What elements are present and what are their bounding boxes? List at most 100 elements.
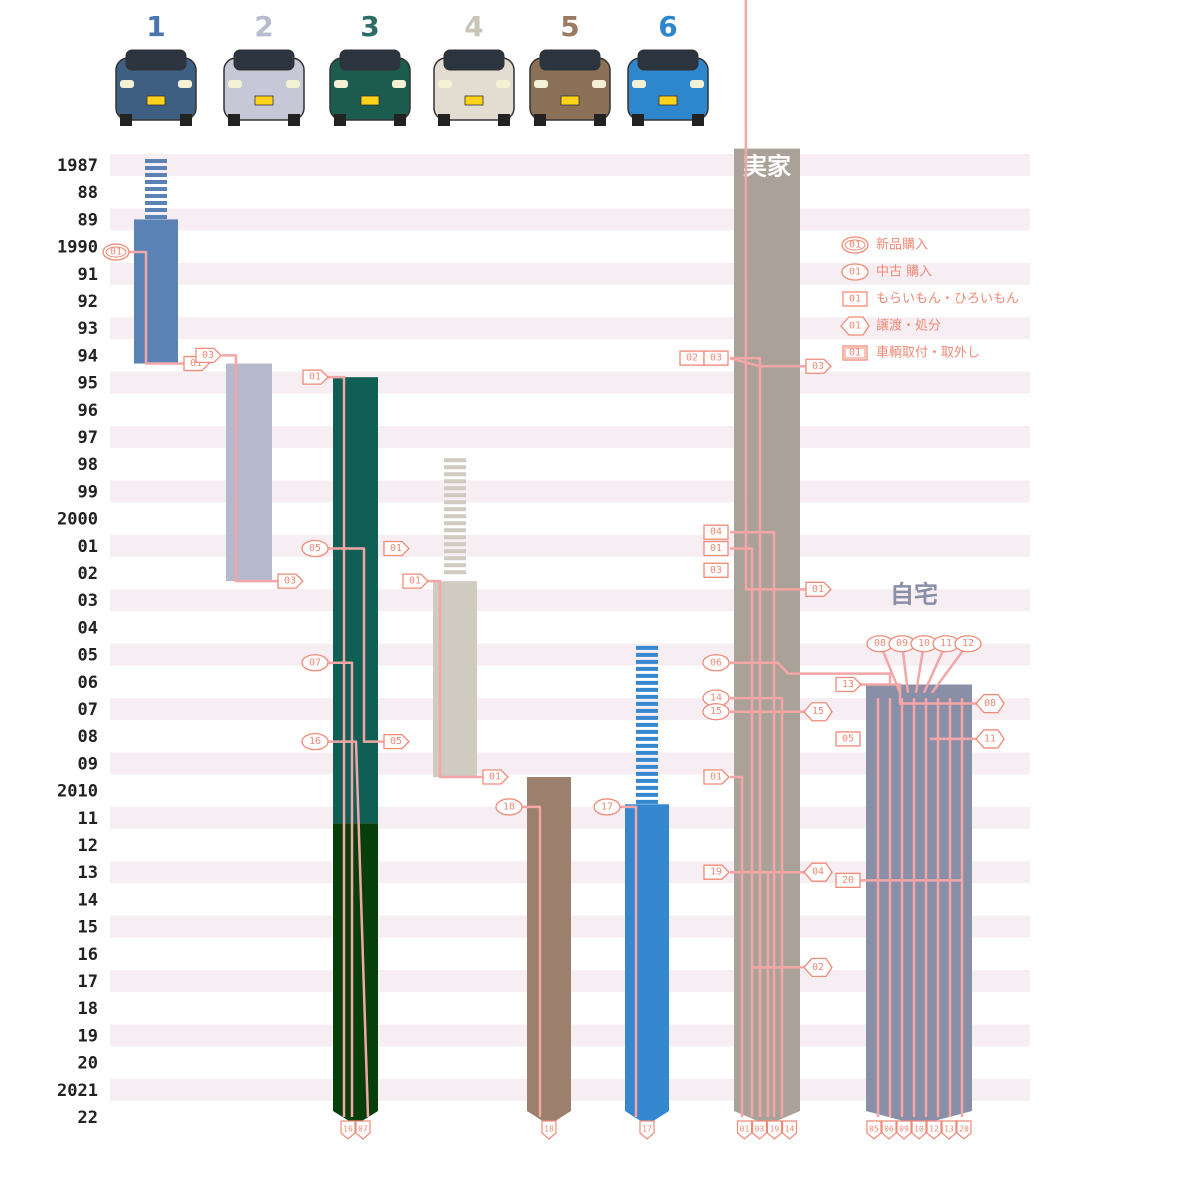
bottom-tag-text: 19: [770, 1125, 780, 1134]
bottom-tag-home-03: 03: [751, 1120, 768, 1140]
planned-dash: [636, 764, 658, 769]
tag-shape-oval: [301, 539, 329, 558]
tag-home-04: 04: [803, 862, 833, 882]
planned-dash: [636, 715, 658, 720]
track-home-g: [730, 696, 784, 1117]
car-plate: [658, 95, 678, 106]
bottom-tag-house-12: 12: [926, 1120, 942, 1140]
track-home-i: [730, 775, 744, 1117]
track-home-f: [730, 661, 892, 685]
tag-shape-diamond: [803, 862, 833, 882]
car-tire-right: [692, 114, 704, 126]
bottom-tag-text: 09: [899, 1125, 909, 1134]
tag-car4-01: 01: [402, 573, 429, 589]
tag-text: 01: [390, 543, 402, 554]
tag-house-11: 11: [975, 729, 1005, 749]
car-number-6: 6: [658, 10, 677, 43]
tag-home-03: 03: [703, 562, 729, 578]
year-label-2010: 2010: [57, 782, 98, 802]
tag-car6-17: 17: [593, 798, 621, 816]
bottom-tag-shape: [781, 1120, 798, 1140]
tag-shape-rect: [835, 872, 861, 889]
car-headlight-right: [592, 80, 606, 88]
planned-dash: [636, 722, 658, 727]
bottom-tag-shape: [866, 1120, 882, 1140]
planned-dash: [636, 729, 658, 734]
track-home-c: [730, 530, 776, 1117]
planned-dash: [444, 458, 466, 463]
planned-dash: [444, 472, 466, 477]
tag-shape-pent: [383, 540, 410, 557]
car-windshield: [539, 49, 601, 71]
planned-dash: [636, 771, 658, 776]
planned-dash: [145, 173, 167, 177]
year-stripe: [110, 154, 1030, 176]
legend-marker-3: 01: [840, 316, 870, 336]
tag-text: 01: [110, 247, 122, 258]
tag-shape-inner: [844, 239, 866, 251]
tag-shape-oval: [702, 654, 730, 672]
year-label-05: 05: [78, 646, 98, 666]
bottom-tag-shape: [896, 1120, 912, 1140]
bottom-tag-home-14: 14: [781, 1120, 798, 1140]
bottom-tag-text: 06: [884, 1125, 894, 1134]
tag-car5-18: 18: [495, 798, 523, 816]
car-headlight-left: [632, 80, 646, 88]
tag-house-20: 20: [835, 872, 861, 889]
year-label-11: 11: [78, 809, 98, 829]
planned-dash: [444, 479, 466, 484]
car-number-2: 2: [254, 10, 273, 43]
tag-text: 15: [710, 706, 722, 717]
tag-shape-rect: [842, 291, 868, 307]
car-bar-1: [134, 219, 178, 364]
tag-shape-pent: [805, 358, 832, 374]
bottom-tag-car3-16: 16: [340, 1120, 356, 1140]
car-plate: [360, 95, 380, 106]
car-icon-6: [627, 49, 709, 126]
tag-text: 03: [710, 353, 722, 364]
bottom-tag-text: 03: [755, 1125, 765, 1134]
tag-shape-oval: [702, 703, 730, 721]
year-label-03: 03: [78, 591, 98, 611]
tag-home-19: 19: [703, 864, 730, 880]
year-label-2000: 2000: [57, 510, 98, 530]
car-plate: [464, 95, 484, 106]
year-label-94: 94: [78, 346, 98, 366]
car-headlight-right: [392, 80, 406, 88]
planned-dash: [636, 673, 658, 678]
tag-text: 01: [849, 267, 861, 278]
bottom-tag-text: 07: [358, 1125, 368, 1134]
car-bar-2: [226, 363, 272, 582]
planned-dash: [444, 500, 466, 505]
planned-dash: [444, 507, 466, 512]
car-tire-left: [632, 114, 644, 126]
tag-text: 01: [849, 321, 861, 332]
planned-dash: [636, 708, 658, 713]
bottom-tag-shape: [639, 1120, 655, 1140]
legend-marker-0: 01: [841, 236, 869, 254]
tag-shape-pent: [195, 347, 222, 364]
car-plate: [560, 95, 580, 106]
tag-text: 03: [202, 350, 214, 361]
tag-text: 05: [842, 733, 854, 744]
tag-text: 14: [710, 693, 722, 704]
planned-dash: [444, 549, 466, 554]
tag-text: 15: [812, 706, 824, 717]
year-label-99: 99: [78, 482, 98, 502]
car-windshield: [125, 49, 187, 71]
tag-text: 05: [390, 736, 402, 747]
tag-shape-pent: [383, 733, 410, 750]
track-car4: [425, 579, 484, 779]
bottom-tag-text: 16: [343, 1125, 353, 1134]
legend-marker-1: 01: [841, 263, 869, 281]
track-home-a: [730, 356, 762, 1117]
planned-dash: [636, 736, 658, 741]
tag-shape-pent: [835, 676, 862, 693]
bottom-tag-shape: [340, 1120, 356, 1140]
tag-house-12: 12: [954, 635, 982, 653]
planned-dash: [444, 563, 466, 568]
tag-text: 03: [284, 576, 296, 587]
